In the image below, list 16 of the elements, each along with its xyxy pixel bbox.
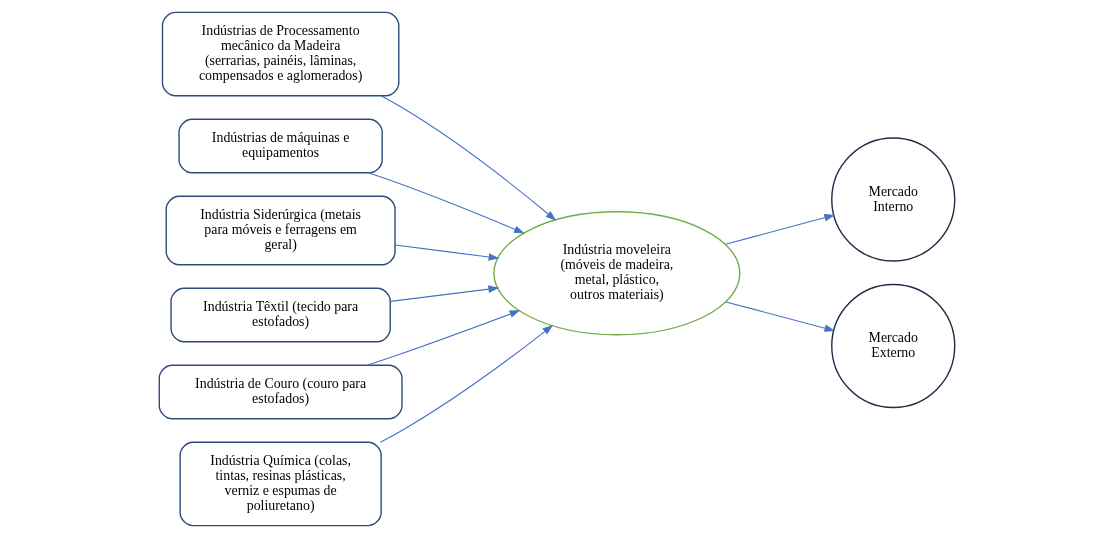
arrow (366, 310, 520, 366)
arrow (394, 244, 499, 261)
node-box: Indústrias de Processamento mecânico da Madeira (serrarias, painéis, lâminas, compensados e aglomerados) (161, 11, 399, 97)
arrow (379, 324, 553, 443)
arrow (367, 172, 525, 234)
node-circle: Mercado Interno (830, 137, 955, 262)
arrow (379, 95, 556, 221)
node-box: Indústria de Couro (couro para estofados) (158, 364, 403, 420)
node-box: Indústria Têxtil (tecido para estofados) (169, 287, 391, 343)
arrow (389, 285, 499, 302)
node-box: Indústria Siderúrgica (metais para móveis e ferragens em geral) (165, 195, 396, 266)
node-box: Indústrias de máquinas e equipamentos (177, 118, 383, 174)
arrow (724, 214, 835, 245)
arrow (724, 301, 835, 332)
node-circle: Mercado Externo (830, 283, 955, 409)
node-box: Indústria Química (colas, tintas, resinas plásticas, verniz e espumas de poliuretano) (178, 441, 382, 527)
